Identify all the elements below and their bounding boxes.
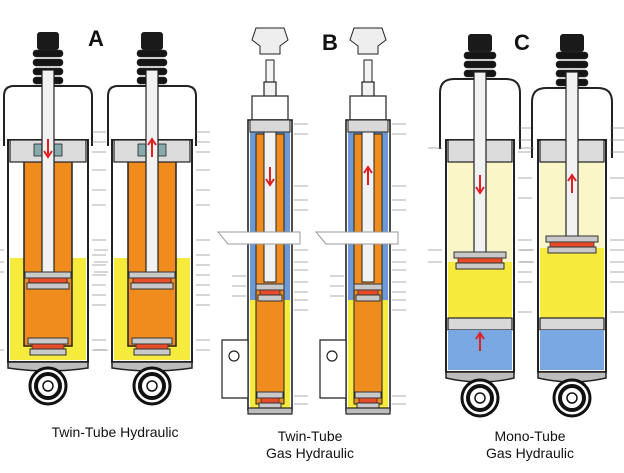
threaded-stud [265,59,275,83]
boot-rib [463,60,497,69]
shock-a-1 [0,32,106,406]
bottom-cap [345,407,391,415]
piston-valve [255,283,285,291]
bracket-hole [326,350,338,362]
mount-eye-hole [566,392,578,404]
piston-rod-inner [361,129,375,283]
rod-guide-housing [349,95,387,121]
arrowhead-icon [567,173,577,182]
piston-valve [29,348,67,356]
piston-valve [256,391,284,399]
arrowhead-icon [265,178,275,187]
caption-line: Gas Hydraulic [486,445,574,461]
spring-seat [314,231,399,245]
shock-c-2 [520,34,624,418]
arrowhead-icon [475,186,485,195]
arrowhead-icon [147,137,157,146]
piston-valve [257,294,283,302]
piston-valve [354,391,382,399]
boot-cap [37,32,59,50]
piston-rod [565,71,579,245]
top-mount-nut [251,27,289,55]
caption-line: Mono-Tube [494,428,566,444]
rod-guide-housing [251,95,289,121]
shock-c-1 [428,34,532,418]
boot-rib [463,51,497,60]
piston-rod [41,69,55,281]
bottom-cap [247,407,293,415]
caption-twin-tube-hydraulic: Twin-Tube Hydraulic [10,424,220,441]
valve-shim [358,397,378,404]
piston-valve [128,271,176,279]
shock-a-2 [94,32,210,406]
seal-head [347,119,389,133]
piston-rod [145,69,159,281]
section-letter-b: B [322,30,338,55]
boot-cap [560,34,584,52]
caption-line: Twin-Tube [277,428,343,444]
valve-shim [28,277,68,284]
section-letter-c: C [514,30,530,55]
boot-rib [136,49,168,58]
boot-cap [141,32,163,50]
piston-valve [453,251,507,259]
piston-valve [353,283,383,291]
boot-rib [555,60,589,69]
shock-b-1 [216,27,308,415]
piston-valve [131,337,173,345]
mount-bracket [319,339,347,399]
piston-valve [24,271,72,279]
mount-eye-hole [474,392,486,404]
shock-b-2 [314,27,406,415]
boot-rib [32,58,64,67]
caption-twin-tube-gas-hydraulic: Twin-Tube Gas Hydraulic [235,428,385,462]
mount-bracket [221,339,249,399]
valve-shim [549,241,595,248]
valve-shim [259,289,281,296]
lower-oil-chamber [540,248,604,318]
valve-shim [357,289,379,296]
mount-eye-hole [42,380,54,392]
boot-rib [136,58,168,67]
piston-valve [547,246,597,254]
valve-shim [135,343,169,350]
top-mount-nut [349,27,387,55]
caption-line: Twin-Tube Hydraulic [51,424,179,440]
arrowhead-icon [475,331,485,340]
floating-piston [539,317,605,331]
piston-valve [545,235,599,243]
piston-rod [473,71,487,265]
boot-cap [468,34,492,52]
piston-rod-inner [263,129,277,283]
caption-mono-tube-gas-hydraulic: Mono-Tube Gas Hydraulic [455,428,605,462]
piston-valve [27,337,69,345]
piston-valve [130,282,174,290]
arrowhead-icon [363,165,373,174]
piston-valve [355,294,381,302]
valve-shim [132,277,172,284]
caption-line: Gas Hydraulic [266,445,354,461]
seal-head [249,119,291,133]
gas-chamber [540,330,604,370]
floating-piston [447,317,513,331]
piston-valve [133,348,171,356]
piston-valve [455,262,505,270]
piston-valve [26,282,70,290]
valve-shim [457,257,503,264]
bracket-hole [228,350,240,362]
valve-shim [31,343,65,350]
threaded-stud [363,59,373,83]
boot-rib [555,51,589,60]
valve-shim [260,397,280,404]
arrowhead-icon [43,150,53,159]
boot-rib [32,49,64,58]
lower-oil-chamber [448,262,512,318]
section-letter-a: A [88,26,104,51]
spring-seat [216,231,301,245]
mount-eye-hole [146,380,158,392]
